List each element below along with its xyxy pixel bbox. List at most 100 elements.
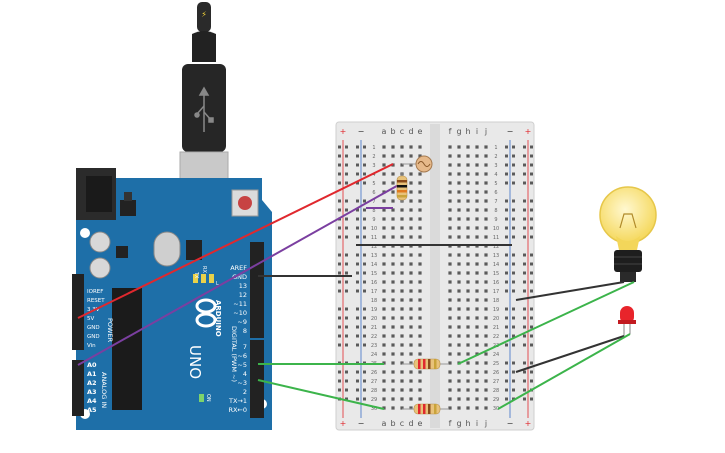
breadboard-hole bbox=[409, 361, 413, 365]
rail-minus-label: − bbox=[507, 419, 514, 428]
breadboard-hole bbox=[475, 361, 479, 365]
rail-hole bbox=[523, 154, 526, 158]
breadboard-hole bbox=[484, 190, 488, 194]
breadboard-hole bbox=[400, 397, 404, 401]
rail-hole bbox=[338, 325, 341, 329]
pin-label: A5 bbox=[87, 406, 97, 414]
rail-hole bbox=[345, 307, 348, 311]
rail-hole bbox=[512, 289, 515, 293]
breadboard-holes bbox=[338, 145, 533, 410]
breadboard-hole bbox=[409, 217, 413, 221]
breadboard-hole bbox=[466, 145, 470, 149]
rail-hole bbox=[345, 235, 348, 239]
breadboard-hole bbox=[418, 199, 422, 203]
row-number: 7 bbox=[494, 199, 497, 205]
breadboard-hole bbox=[466, 343, 470, 347]
breadboard-hole bbox=[400, 370, 404, 374]
breadboard-hole bbox=[466, 280, 470, 284]
row-number: 26 bbox=[371, 370, 377, 376]
rail-hole bbox=[505, 262, 508, 266]
row-number: 22 bbox=[371, 334, 377, 340]
row-number: 13 bbox=[371, 253, 377, 259]
breadboard-hole bbox=[484, 379, 488, 383]
board-model-label: UNO bbox=[186, 345, 204, 379]
row-number: 28 bbox=[371, 388, 377, 394]
row-number: 4 bbox=[372, 172, 375, 178]
rail-hole bbox=[363, 397, 366, 401]
breadboard-hole bbox=[466, 352, 470, 356]
breadboard-hole bbox=[466, 361, 470, 365]
breadboard-hole bbox=[418, 235, 422, 239]
breadboard-hole bbox=[391, 253, 395, 257]
breadboard-hole bbox=[475, 343, 479, 347]
breadboard-hole bbox=[466, 154, 470, 158]
row-number: 9 bbox=[494, 217, 497, 223]
rail-hole bbox=[345, 289, 348, 293]
rail-hole bbox=[523, 163, 526, 167]
arduino-uno-board: IOREF RESET 3.3V 5V GND GND Vin POWER A0… bbox=[72, 168, 272, 430]
breadboard-hole bbox=[466, 235, 470, 239]
rail-hole bbox=[356, 271, 359, 275]
pin-label: A1 bbox=[87, 370, 97, 378]
breadboard-hole bbox=[484, 352, 488, 356]
rail-hole bbox=[505, 307, 508, 311]
row-number: 23 bbox=[371, 343, 377, 349]
pin-label: A4 bbox=[87, 397, 97, 405]
rail-minus-label: − bbox=[358, 127, 365, 136]
row-number: 27 bbox=[493, 379, 499, 385]
rail-hole bbox=[338, 208, 341, 212]
breadboard-hole bbox=[448, 361, 452, 365]
breadboard-hole bbox=[484, 334, 488, 338]
rail-hole bbox=[356, 289, 359, 293]
breadboard-hole bbox=[382, 217, 386, 221]
rail-hole bbox=[505, 235, 508, 239]
rail-hole bbox=[356, 181, 359, 185]
row-number: 21 bbox=[371, 325, 377, 331]
breadboard-hole bbox=[400, 226, 404, 230]
breadboard-hole bbox=[400, 217, 404, 221]
breadboard-hole bbox=[400, 280, 404, 284]
breadboard-hole bbox=[382, 163, 386, 167]
rail-hole bbox=[356, 379, 359, 383]
analog-section-label: ANALOG IN bbox=[100, 372, 108, 408]
pin-label: A0 bbox=[87, 361, 97, 369]
svg-text:⚡: ⚡ bbox=[201, 10, 207, 19]
breadboard-hole bbox=[409, 343, 413, 347]
rail-hole bbox=[363, 325, 366, 329]
breadboard-hole bbox=[391, 334, 395, 338]
rail-hole bbox=[512, 307, 515, 311]
row-number: 4 bbox=[494, 172, 497, 178]
usb-icon bbox=[194, 86, 214, 132]
rail-hole bbox=[512, 208, 515, 212]
breadboard-hole bbox=[448, 217, 452, 221]
rail-hole bbox=[505, 145, 508, 149]
pin-label: A2 bbox=[87, 379, 97, 387]
breadboard-hole bbox=[448, 343, 452, 347]
rail-hole bbox=[523, 226, 526, 230]
breadboard-hole bbox=[418, 208, 422, 212]
breadboard-hole bbox=[457, 406, 461, 410]
breadboard-hole bbox=[382, 307, 386, 311]
rail-hole bbox=[363, 379, 366, 383]
breadboard-hole bbox=[457, 163, 461, 167]
wire-green-pin3 bbox=[257, 379, 385, 410]
breadboard-hole bbox=[409, 280, 413, 284]
rail-hole bbox=[363, 289, 366, 293]
rail-hole bbox=[505, 154, 508, 158]
row-number: 12 bbox=[371, 244, 377, 250]
breadboard-hole bbox=[400, 298, 404, 302]
breadboard-hole bbox=[400, 208, 404, 212]
red-led bbox=[618, 306, 636, 336]
breadboard-hole bbox=[448, 307, 452, 311]
brand-label: ARDUINO bbox=[214, 300, 222, 337]
rail-hole bbox=[505, 370, 508, 374]
rail-hole bbox=[363, 163, 366, 167]
rail-hole bbox=[530, 226, 533, 230]
column-letter: e bbox=[418, 419, 423, 428]
rail-hole bbox=[512, 154, 515, 158]
rail-hole bbox=[523, 181, 526, 185]
rail-hole bbox=[338, 172, 341, 176]
breadboard-hole bbox=[409, 298, 413, 302]
breadboard-hole bbox=[391, 145, 395, 149]
wire-black-led bbox=[515, 335, 625, 373]
